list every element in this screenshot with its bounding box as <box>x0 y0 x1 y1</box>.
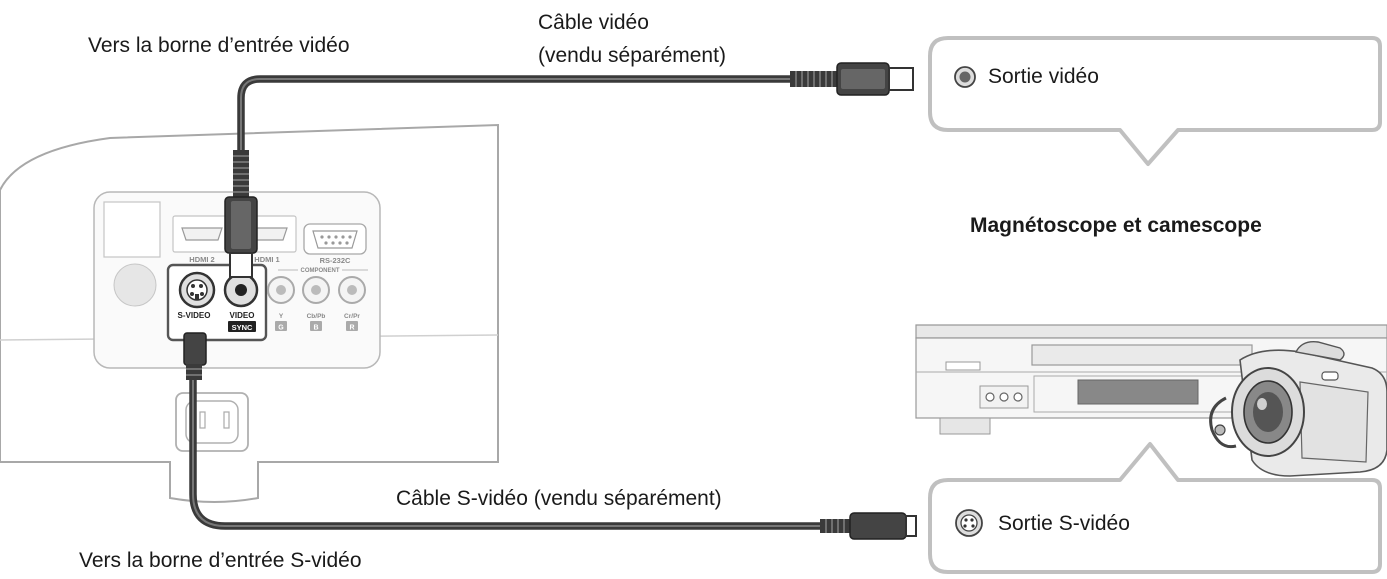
svideo-output-label: Sortie S-vidéo <box>998 512 1130 535</box>
svideo-jack-icon <box>955 509 983 537</box>
cr-label: Cr/Pr <box>344 313 360 320</box>
sync-badge: SYNC <box>232 323 253 332</box>
svideo-output-bubble <box>928 442 1382 574</box>
camcorder-illustration <box>1209 341 1387 477</box>
cb-label: Cb/Pb <box>307 313 326 320</box>
video-output-label: Sortie vidéo <box>988 65 1099 88</box>
video-port-label: VIDEO <box>230 311 255 320</box>
device-title: Magnétoscope et camescope <box>970 214 1262 237</box>
rs232c-label: RS-232C <box>320 256 351 265</box>
video-cable <box>224 62 914 278</box>
svideo-input-label: Vers la borne d’entrée S-vidéo <box>79 549 362 572</box>
y-label: Y <box>279 313 284 320</box>
video-cable-label-line1: Câble vidéo <box>538 11 649 34</box>
b-badge: B <box>313 325 318 332</box>
video-input-label: Vers la borne d’entrée vidéo <box>88 34 350 57</box>
video-jack-icon <box>954 66 976 88</box>
r-badge: R <box>349 325 354 332</box>
svideo-cable-label: Câble S-vidéo (vendu séparément) <box>396 487 722 510</box>
projector <box>0 123 499 503</box>
g-badge: G <box>278 325 284 332</box>
svideo-port-label: S-VIDEO <box>178 311 211 320</box>
hdmi2-label: HDMI 2 <box>189 255 214 264</box>
component-label: COMPONENT <box>301 268 340 274</box>
video-output-bubble <box>928 36 1382 166</box>
video-cable-label-line2: (vendu séparément) <box>538 44 726 67</box>
svideo-cable <box>183 332 917 540</box>
hdmi1-label: HDMI 1 <box>254 255 279 264</box>
